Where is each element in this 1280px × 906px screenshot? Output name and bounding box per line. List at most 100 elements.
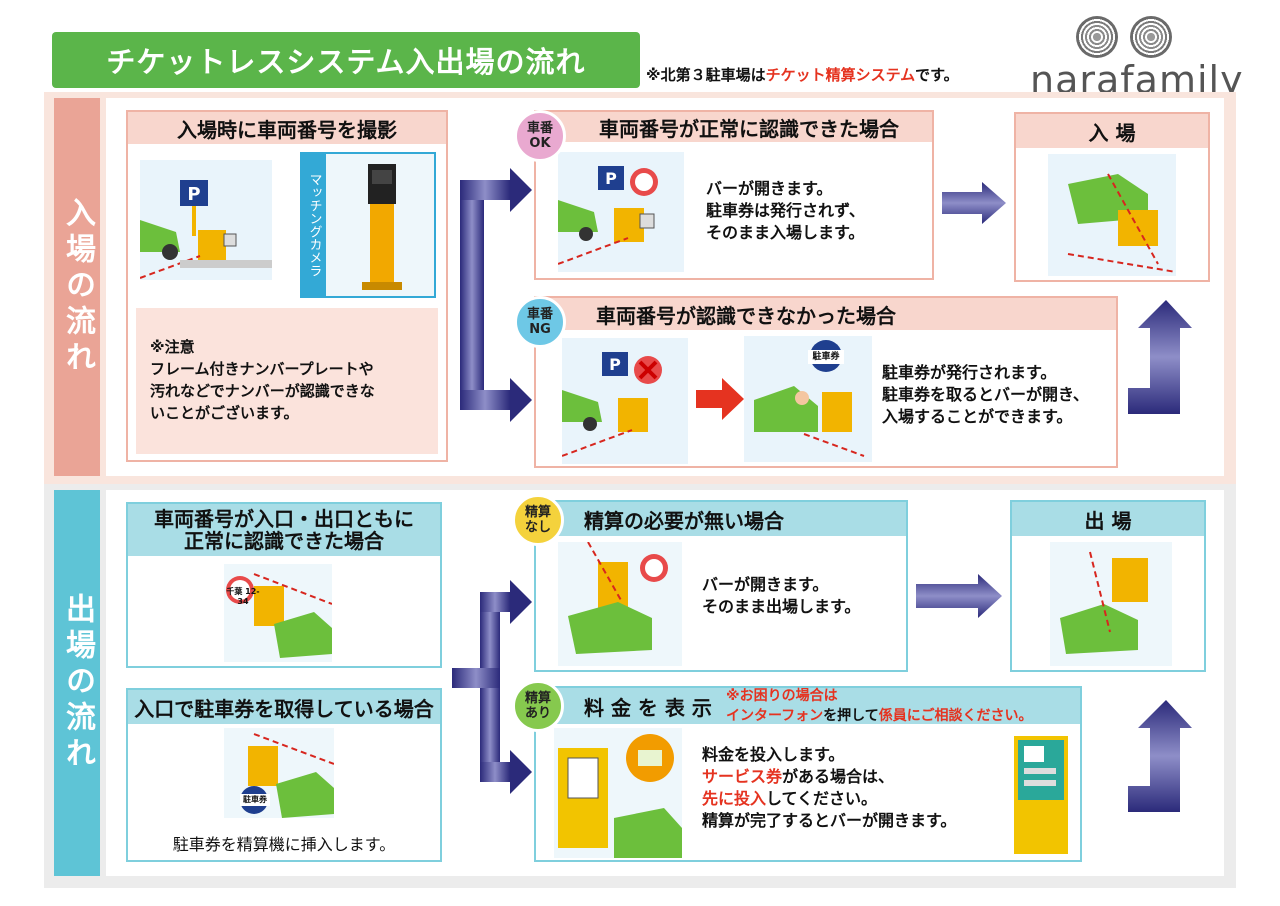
payment-machine-illustration bbox=[554, 728, 682, 858]
no-payment-line: バーが開きます。 bbox=[702, 575, 829, 594]
service-ticket-text: サービス券 bbox=[702, 767, 783, 786]
ok-gate-illustration: P bbox=[558, 152, 684, 272]
notice-red: 係員にご相談ください。 bbox=[878, 708, 1033, 724]
no-payment-line: そのまま出場します。 bbox=[702, 597, 861, 616]
plate-digits: 12-34 bbox=[237, 587, 260, 606]
recognized-header: 車両番号が入口・出口ともに 正常に認識できた場合 bbox=[128, 504, 440, 556]
logo-mark bbox=[1076, 16, 1172, 58]
no-payment-header: 精算の必要が無い場合 bbox=[536, 502, 906, 536]
ng-line: 入場することができます。 bbox=[882, 407, 1073, 426]
ng-line: 駐車券を取るとバーが開き、 bbox=[882, 385, 1089, 404]
entry-result-box: 入 場 bbox=[1014, 112, 1210, 282]
plate-ok-header: 車両番号が正常に認識できた場合 bbox=[536, 112, 932, 142]
plate-ok-box: 車両番号が正常に認識できた場合 P バーが開きます。 駐車券は発行されず、 その… bbox=[534, 110, 934, 280]
plate-number: 千葉 12-34 bbox=[224, 586, 262, 606]
badge-line: あり bbox=[524, 706, 551, 721]
top-note: ※北第３駐車場はチケット精算システムです。 bbox=[646, 64, 959, 85]
red-arrow-icon bbox=[696, 378, 744, 420]
ticket-exit-box: 入口で駐車券を取得している場合 駐車券 駐車券を精算機に挿入します。 bbox=[126, 688, 442, 862]
ticket-sign: 駐車券 bbox=[808, 350, 844, 364]
recognized-box: 車両番号が入口・出口ともに 正常に認識できた場合 千葉 12-34 bbox=[126, 502, 442, 668]
payment-header: 料 金 を 表 示 bbox=[584, 695, 712, 720]
ticket-issue-illustration: 駐車券 bbox=[744, 336, 872, 462]
notice-line: ※お困りの場合は bbox=[726, 688, 838, 704]
ticket-insert-illustration: 駐車券 bbox=[224, 728, 334, 818]
ng-description: 駐車券が発行されます。 駐車券を取るとバーが開き、 入場することができます。 bbox=[882, 362, 1089, 428]
up-arrow-icon bbox=[1128, 700, 1192, 812]
camera-pole-icon bbox=[362, 164, 402, 290]
plate-region: 千葉 bbox=[226, 587, 243, 596]
no-payment-illustration bbox=[558, 542, 682, 666]
payment-description: 料金を投入します。 サービス券がある場合は、 先に投入してください。 精算が完了… bbox=[702, 744, 956, 832]
ng-gate-illustration: P bbox=[562, 338, 688, 464]
exit-result-box: 出 場 bbox=[1010, 500, 1206, 672]
page-title: チケットレスシステム入出場の流れ bbox=[52, 32, 640, 88]
recognized-illustration: 千葉 12-34 bbox=[224, 564, 332, 662]
notice-text: を押して bbox=[823, 708, 879, 724]
badge-line: OK bbox=[529, 136, 551, 151]
payment-badge: 精算あり bbox=[512, 680, 564, 732]
caution-note: ※注意 フレーム付きナンバープレートや 汚れなどでナンバーが認識できな いことが… bbox=[136, 308, 438, 454]
payment-line: してください。 bbox=[766, 789, 878, 808]
payment-line: がある場合は、 bbox=[782, 767, 895, 786]
insert-first-text: 先に投入 bbox=[702, 789, 767, 808]
matching-camera-panel: マッチングカメラ bbox=[300, 152, 436, 298]
intercom-notice: ※お困りの場合は インターフォンを押して係員にご相談ください。 bbox=[726, 686, 1033, 726]
caution-line: いことがございます。 bbox=[150, 404, 299, 422]
top-note-prefix: ※北第３駐車場は bbox=[646, 66, 766, 84]
recognized-header-line: 正常に認識できた場合 bbox=[184, 529, 384, 553]
recognized-header-line: 車両番号が入口・出口ともに bbox=[154, 507, 414, 531]
gate-camera-illustration: P bbox=[140, 160, 272, 280]
entry-side-label: 入場の流れ bbox=[54, 98, 100, 476]
payment-line: 料金を投入します。 bbox=[702, 745, 845, 764]
ticket-exit-header: 入口で駐車券を取得している場合 bbox=[128, 690, 440, 724]
capture-box: 入場時に車両番号を撮影 P マッチングカメラ ※注意 フレーム付きナンバープレー… bbox=[126, 110, 448, 462]
plate-ng-header: 車両番号が認識できなかった場合 bbox=[536, 298, 1116, 330]
ticket-sign: 駐車券 bbox=[240, 794, 270, 806]
exit-branch-arrow-icon bbox=[452, 580, 532, 794]
entry-branch-arrow-icon bbox=[460, 168, 532, 422]
ng-line: 駐車券が発行されます。 bbox=[882, 363, 1057, 382]
exit-car-illustration bbox=[1050, 542, 1172, 666]
entry-car-illustration bbox=[1048, 154, 1176, 276]
no-payment-box: 精算の必要が無い場合 バーが開きます。 そのまま出場します。 bbox=[534, 500, 908, 672]
badge-line: なし bbox=[524, 520, 551, 535]
top-note-highlight: チケット精算システム bbox=[765, 66, 916, 84]
right-arrow-icon bbox=[942, 182, 1006, 224]
right-arrow-icon bbox=[916, 574, 1002, 618]
camera-label: マッチングカメラ bbox=[302, 154, 326, 296]
no-payment-description: バーが開きます。 そのまま出場します。 bbox=[702, 574, 860, 618]
svg-text:P: P bbox=[605, 169, 617, 188]
top-note-suffix: です。 bbox=[915, 66, 959, 84]
svg-text:P: P bbox=[609, 355, 621, 374]
badge-line: 車番 bbox=[526, 307, 553, 322]
plate-ng-box: 車両番号が認識できなかった場合 P 駐車券 駐車券が発行されます。 駐車券を取る… bbox=[534, 296, 1118, 468]
no-payment-badge: 精算なし bbox=[512, 494, 564, 546]
up-arrow-icon bbox=[1128, 300, 1192, 414]
ok-line: バーが開きます。 bbox=[706, 179, 833, 198]
caution-line: フレーム付きナンバープレートや bbox=[150, 360, 374, 378]
payment-line: 精算が完了するとバーが開きます。 bbox=[702, 811, 957, 830]
exit-side-label: 出場の流れ bbox=[54, 490, 100, 876]
ok-description: バーが開きます。 駐車券は発行されず、 そのまま入場します。 bbox=[706, 178, 865, 244]
notice-red: インターフォン bbox=[726, 708, 824, 724]
ok-line: 駐車券は発行されず、 bbox=[706, 201, 865, 220]
caution-line: 汚れなどでナンバーが認識できな bbox=[150, 382, 375, 400]
ticket-exit-caption: 駐車券を精算機に挿入します。 bbox=[172, 835, 396, 854]
logo-ring-icon bbox=[1130, 16, 1172, 58]
exit-result-header: 出 場 bbox=[1012, 502, 1204, 536]
svg-text:P: P bbox=[187, 184, 200, 205]
fare-machine-icon bbox=[1014, 736, 1068, 854]
ok-line: そのまま入場します。 bbox=[706, 223, 865, 242]
capture-header: 入場時に車両番号を撮影 bbox=[128, 112, 446, 144]
payment-box: 料 金 を 表 示 ※お困りの場合は インターフォンを押して係員にご相談ください… bbox=[534, 686, 1082, 862]
payment-header-bar: 料 金 を 表 示 bbox=[536, 688, 1080, 724]
caution-title: ※注意 bbox=[150, 338, 195, 356]
badge-line: 精算 bbox=[524, 691, 551, 706]
badge-line: NG bbox=[529, 322, 551, 337]
entry-result-header: 入 場 bbox=[1016, 114, 1208, 148]
logo-ring-icon bbox=[1076, 16, 1118, 58]
badge-line: 車番 bbox=[526, 121, 553, 136]
